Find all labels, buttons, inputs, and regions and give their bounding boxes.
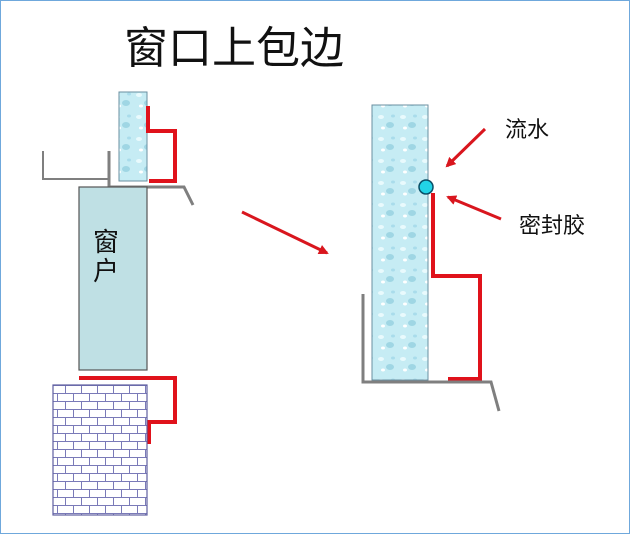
flowing-water-label: 流水	[505, 118, 549, 143]
window-label-1: 窗	[93, 228, 119, 258]
sealant-label: 密封胶	[519, 214, 585, 239]
flowing-water-arrow	[445, 127, 487, 168]
diagram-title: 窗口上包边	[124, 23, 344, 74]
upper-red-flashing	[146, 106, 177, 183]
left-assembly: 窗 户	[42, 91, 195, 516]
window-block	[78, 186, 148, 371]
lower-red-flashing	[79, 376, 177, 444]
right-detail: 流水 密封胶	[361, 104, 585, 412]
top-bracket	[42, 151, 110, 180]
sealant-dot	[418, 179, 434, 195]
sealant-arrow	[446, 195, 502, 221]
glass-panel	[371, 104, 429, 381]
window-label-2: 户	[93, 257, 119, 287]
gray-sill	[361, 294, 501, 412]
red-flashing	[431, 193, 482, 381]
brick-wall	[52, 384, 148, 516]
transition-arrow	[241, 210, 329, 255]
upper-glass-panel	[118, 91, 148, 182]
